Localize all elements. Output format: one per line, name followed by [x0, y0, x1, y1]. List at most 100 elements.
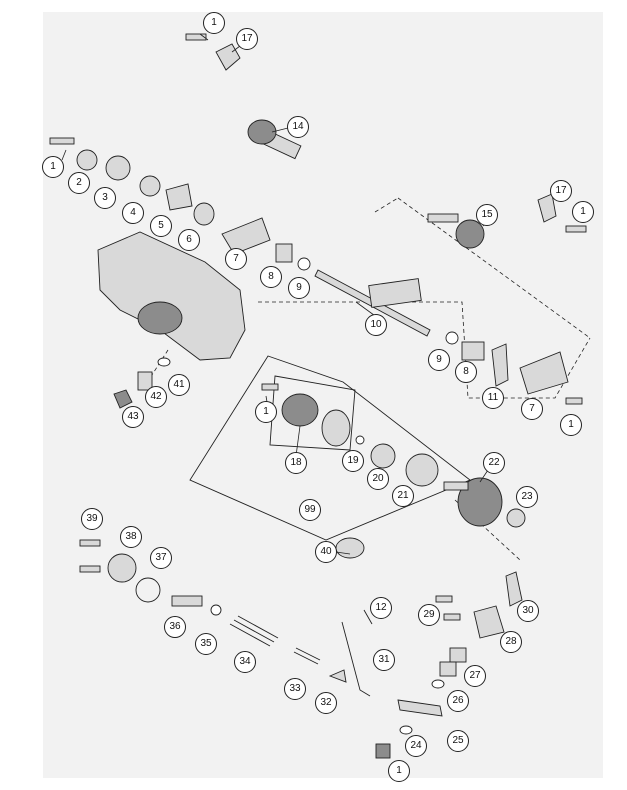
callout-33: 33	[284, 678, 306, 700]
shaft-15	[427, 213, 459, 223]
bracket-28	[473, 605, 505, 639]
bolt-part	[79, 539, 101, 547]
cover-3	[105, 155, 131, 181]
callout-7: 7	[225, 248, 247, 270]
washer-9	[445, 331, 459, 345]
disc-18	[321, 409, 351, 447]
bolt-part	[443, 613, 461, 621]
dashed-group-line	[397, 197, 591, 339]
callout-39: 39	[81, 508, 103, 530]
callout-19: 19	[342, 450, 364, 472]
plate-4	[139, 175, 161, 197]
pipe-30	[505, 571, 523, 607]
bearing-21	[405, 453, 439, 487]
ring-19	[355, 435, 365, 445]
gear-14	[247, 119, 277, 145]
callout-1: 1	[560, 414, 582, 436]
callout-7: 7	[521, 398, 543, 420]
callout-38: 38	[120, 526, 142, 548]
callout-41: 41	[168, 374, 190, 396]
callout-3: 3	[94, 187, 116, 209]
washer-26	[431, 679, 445, 689]
washer-9	[297, 257, 311, 271]
rod-31	[341, 621, 371, 697]
impeller-18	[281, 393, 319, 427]
parts	[49, 33, 587, 759]
callout-17: 17	[236, 28, 258, 50]
callout-42: 42	[145, 386, 167, 408]
callout-22: 22	[483, 452, 505, 474]
callout-99: 99	[299, 499, 321, 521]
callout-12: 12	[370, 597, 392, 619]
callout-37: 37	[150, 547, 172, 569]
bushing-6	[193, 202, 215, 226]
callout-10: 10	[365, 314, 387, 336]
cover-38	[107, 553, 137, 583]
callout-35: 35	[195, 633, 217, 655]
callout-18: 18	[285, 452, 307, 474]
callout-1: 1	[42, 156, 64, 178]
lever-7	[221, 217, 271, 255]
bolt-part	[185, 33, 207, 41]
callout-1: 1	[203, 12, 225, 34]
clip-12	[363, 609, 373, 625]
lever-7	[519, 351, 569, 395]
bushing-8	[275, 243, 293, 263]
tensioner-25	[397, 699, 443, 717]
callout-31: 31	[373, 649, 395, 671]
callout-14: 14	[287, 116, 309, 138]
callout-21: 21	[392, 485, 414, 507]
callout-1: 1	[572, 201, 594, 223]
bearing-23	[506, 508, 526, 528]
callout-17: 17	[550, 180, 572, 202]
gear-15	[455, 219, 485, 249]
bolt-part	[261, 383, 279, 391]
callout-27: 27	[464, 665, 486, 687]
bolt-part	[565, 397, 583, 405]
bushing-27	[439, 661, 457, 677]
callout-2: 2	[68, 172, 90, 194]
callout-11: 11	[482, 387, 504, 409]
callout-30: 30	[517, 600, 539, 622]
spring-34	[229, 615, 279, 647]
engine-housing	[97, 231, 246, 361]
callout-36: 36	[164, 616, 186, 638]
callout-4: 4	[122, 202, 144, 224]
bushing-2	[76, 149, 98, 171]
diagram-artwork	[49, 33, 591, 759]
washer-41	[157, 357, 171, 367]
spring-33	[293, 647, 321, 665]
callout-34: 34	[234, 651, 256, 673]
group-boxes	[189, 355, 471, 541]
dashed-group-line	[374, 197, 399, 213]
callout-29: 29	[418, 604, 440, 626]
callout-24: 24	[405, 735, 427, 757]
part-11	[491, 343, 509, 387]
cap-32	[328, 669, 347, 683]
bolt-part	[565, 225, 587, 233]
nut-43	[113, 389, 133, 409]
callout-20: 20	[367, 468, 389, 490]
o-ring-37	[135, 577, 161, 603]
callout-1: 1	[388, 760, 410, 782]
callout-9: 9	[288, 277, 310, 299]
washer-24	[399, 725, 413, 735]
washer-35	[210, 604, 222, 616]
gear-22	[457, 477, 503, 527]
callout-8: 8	[455, 361, 477, 383]
bushing-27	[449, 647, 467, 663]
bearing-20	[370, 443, 396, 469]
callout-40: 40	[315, 541, 337, 563]
shaft-block-10	[368, 278, 422, 308]
callout-8: 8	[260, 266, 282, 288]
bushing-40	[335, 537, 365, 559]
shaft-22	[443, 481, 469, 491]
fitting-part-17	[215, 43, 241, 71]
callout-43: 43	[122, 406, 144, 428]
callout-9: 9	[428, 349, 450, 371]
housing-bore	[137, 301, 183, 335]
sleeve-42	[137, 371, 153, 391]
bushing-8	[461, 341, 485, 361]
callout-1: 1	[255, 401, 277, 423]
